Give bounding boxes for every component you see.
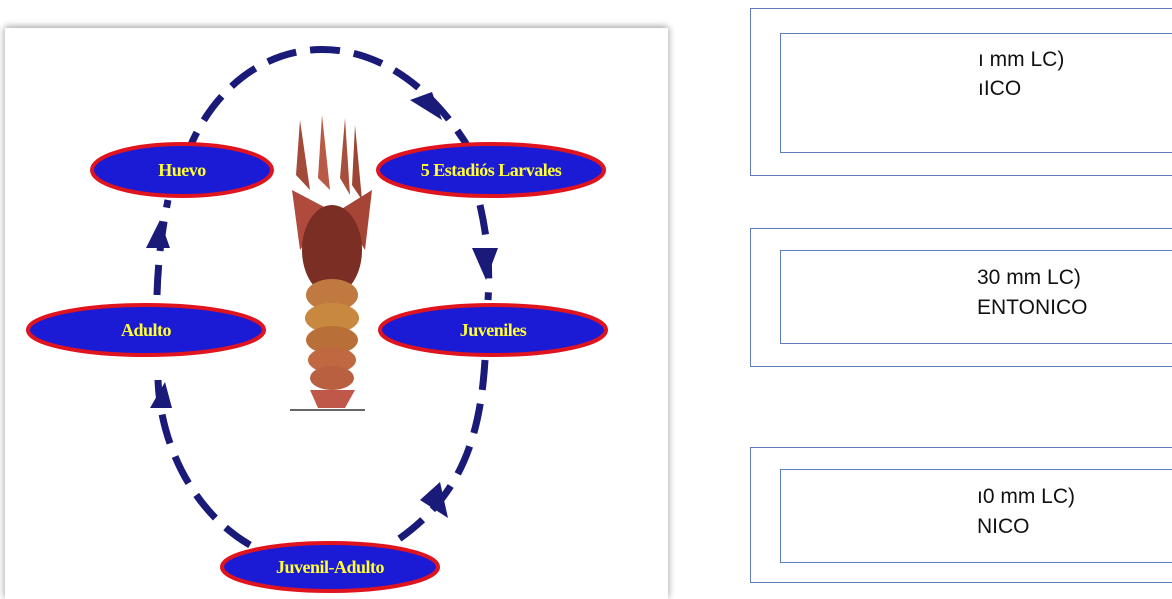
stage-juveniles-label: Juveniles <box>460 320 527 340</box>
stage-adult: Adulto <box>28 305 264 355</box>
stage-box-3-inner: ı0 mm LC) NICO <box>780 469 1172 563</box>
stage-egg: Huevo <box>92 144 272 196</box>
stage-juvenile-adult: Juvenil-Adulto <box>222 543 438 591</box>
stage-larvae-label: 5 Estadiós Larvales <box>421 160 562 180</box>
stage-juvenile-adult-label: Juvenil-Adulto <box>276 557 385 577</box>
stage-box-2-line2: ENTONICO <box>977 295 1087 321</box>
stage-box-2-line1: 30 mm LC) <box>977 265 1081 291</box>
stage-box-1-inner: ı mm LC) ıICO <box>780 33 1172 153</box>
stage-box-2-inner: 30 mm LC) ENTONICO <box>780 250 1172 344</box>
stage-juveniles: Juveniles <box>380 305 606 355</box>
arrowhead-icon <box>472 248 498 280</box>
stage-box-1-line1: ı mm LC) <box>978 47 1064 73</box>
lobster-image <box>290 115 372 410</box>
stage-egg-label: Huevo <box>158 160 206 180</box>
stage-box-3-line1: ı0 mm LC) <box>977 484 1075 510</box>
arrowhead-icon <box>420 482 448 518</box>
cycle-arc-right-lower <box>390 360 485 545</box>
stage-adult-label: Adulto <box>121 320 172 340</box>
cycle-arc-left-lower <box>158 380 250 545</box>
stage-box-1-line2: ıICO <box>978 76 1021 102</box>
stage-box-3-line2: NICO <box>977 514 1030 540</box>
stage-larvae: 5 Estadiós Larvales <box>378 144 604 196</box>
